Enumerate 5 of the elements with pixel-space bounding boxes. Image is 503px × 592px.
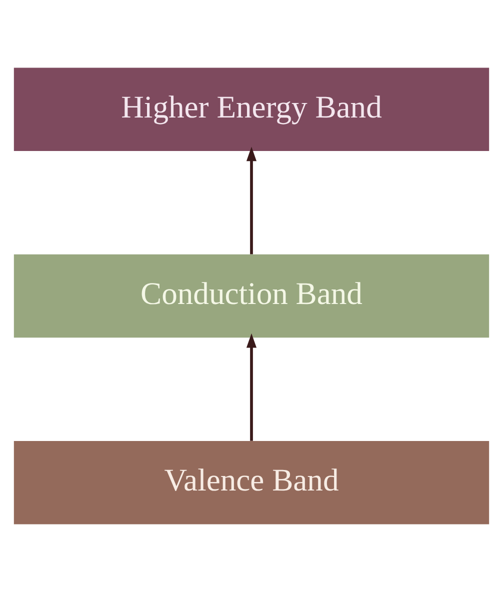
node-box: Valence Band: [14, 441, 490, 524]
node-box: Higher Energy Band: [14, 68, 490, 151]
arrow: [246, 146, 257, 254]
arrow: [246, 333, 257, 441]
node-box: Conduction Band: [14, 254, 490, 338]
